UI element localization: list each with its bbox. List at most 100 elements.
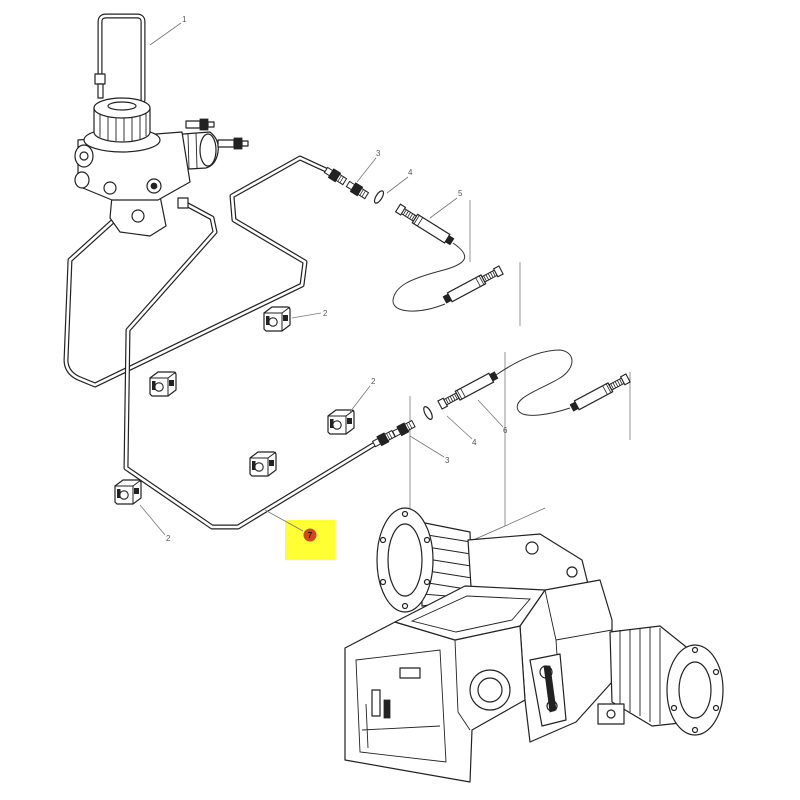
leader-line bbox=[477, 399, 504, 428]
pipe-core bbox=[98, 14, 145, 102]
right-ribs bbox=[619, 627, 661, 724]
sealing-washer bbox=[423, 406, 433, 420]
callout-part-1[interactable]: 1 bbox=[182, 15, 187, 24]
callout-part-2-c[interactable]: 2 bbox=[166, 534, 171, 543]
callout-part-4-lower[interactable]: 4 bbox=[472, 438, 477, 447]
housing-slot bbox=[371, 689, 381, 717]
housing-slot bbox=[383, 699, 391, 719]
flex-hose bbox=[392, 242, 466, 312]
left-flange-bore bbox=[387, 523, 423, 597]
housing-web bbox=[361, 703, 441, 749]
pipe-stub bbox=[97, 83, 104, 99]
housing-boss bbox=[525, 541, 539, 555]
valve-port bbox=[103, 181, 117, 195]
bolt-shank bbox=[185, 120, 201, 129]
pipe-clamp bbox=[249, 451, 277, 477]
pipe-clamp bbox=[263, 306, 291, 332]
pipe-core bbox=[124, 202, 380, 529]
pipe-clamp bbox=[327, 409, 355, 435]
valve-bolt bbox=[185, 118, 215, 131]
pipe-end-nut bbox=[371, 428, 397, 449]
leader-line bbox=[429, 197, 458, 219]
union-fitting bbox=[344, 179, 370, 201]
housing-disc-inner bbox=[477, 677, 503, 703]
leader-line bbox=[356, 157, 377, 183]
selected-part-marker[interactable] bbox=[303, 528, 317, 542]
lower-fitting-set bbox=[371, 349, 631, 449]
callout-part-5[interactable]: 5 bbox=[458, 189, 463, 198]
brake-pipe-b bbox=[63, 155, 329, 388]
callout-part-6[interactable]: 6 bbox=[503, 426, 508, 435]
valve-outlet-nut bbox=[177, 197, 189, 209]
valve-port bbox=[74, 171, 90, 189]
bolt-hole bbox=[379, 536, 387, 544]
pipe-clamp bbox=[114, 479, 142, 505]
sealing-washer bbox=[373, 190, 385, 204]
pipe-outline bbox=[123, 201, 381, 530]
callout-part-2-b[interactable]: 2 bbox=[371, 377, 376, 386]
hose-end bbox=[441, 264, 504, 306]
callout-part-2-a[interactable]: 2 bbox=[323, 309, 328, 318]
callout-part-4-upper[interactable]: 4 bbox=[408, 168, 413, 177]
hose-end bbox=[568, 372, 631, 414]
bolt-head bbox=[199, 118, 209, 131]
housing-ribs bbox=[420, 533, 473, 599]
housing-front-edge bbox=[454, 639, 471, 731]
leader-line bbox=[139, 504, 166, 536]
upper-fitting-set bbox=[322, 165, 504, 312]
callout-part-7-selected[interactable]: 7 bbox=[308, 531, 313, 540]
leader-line bbox=[291, 312, 322, 319]
hose-end bbox=[437, 369, 500, 411]
lever-arm bbox=[543, 665, 557, 713]
construction-lines bbox=[409, 200, 631, 549]
bolt-hole bbox=[379, 578, 387, 586]
bolt-hole bbox=[423, 536, 431, 544]
housing-front-inner bbox=[355, 649, 447, 763]
leader-line bbox=[409, 435, 445, 458]
right-flange-bore bbox=[678, 661, 712, 719]
valve-arm-end bbox=[199, 133, 217, 167]
foot-hole bbox=[606, 709, 616, 719]
leader-line bbox=[446, 415, 473, 440]
bolt-hole bbox=[712, 668, 720, 676]
pipe-clamp bbox=[149, 371, 177, 397]
flex-hose bbox=[495, 349, 573, 416]
union-fitting bbox=[391, 418, 417, 439]
bolt-tip bbox=[207, 121, 215, 128]
valve-cap-boss bbox=[107, 101, 137, 111]
pipe-end-nut bbox=[322, 165, 348, 187]
pipe-outline bbox=[97, 13, 146, 103]
bolt-hole bbox=[691, 646, 699, 654]
flange-bolt-holes bbox=[379, 510, 431, 610]
brake-valve bbox=[74, 97, 249, 237]
callout-part-3-lower[interactable]: 3 bbox=[445, 456, 450, 465]
leader-line bbox=[264, 509, 304, 532]
bolt-hole bbox=[712, 704, 720, 712]
housing-slot bbox=[399, 667, 421, 679]
pipe-clamps bbox=[114, 306, 355, 505]
valve-bolt bbox=[217, 137, 249, 150]
valve-cap-ribs bbox=[99, 113, 147, 141]
bolt-hole bbox=[401, 510, 409, 518]
bolt-hole bbox=[401, 602, 409, 610]
valve-port-bore bbox=[150, 182, 158, 190]
pipe-nut bbox=[94, 73, 106, 85]
hose-end bbox=[394, 203, 456, 247]
bolt-head bbox=[233, 137, 243, 150]
bolt-hole bbox=[423, 578, 431, 586]
bolt-hole bbox=[670, 704, 678, 712]
leader-line bbox=[149, 22, 182, 46]
leader-line bbox=[349, 385, 371, 413]
brake-pipe-7 bbox=[123, 201, 381, 530]
callout-part-3-upper[interactable]: 3 bbox=[376, 149, 381, 158]
leader-line bbox=[386, 176, 409, 194]
pipe-core bbox=[64, 156, 328, 387]
housing-boss bbox=[566, 566, 578, 578]
axle-housing bbox=[344, 507, 724, 783]
brake-pipe-u bbox=[94, 13, 146, 103]
callout-leaders bbox=[139, 22, 504, 536]
valve-port-bore bbox=[79, 151, 89, 161]
housing-top-opening-inner bbox=[410, 595, 531, 633]
callout-labels: 1 3 4 5 2 2 3 4 6 7 2 bbox=[166, 15, 508, 543]
